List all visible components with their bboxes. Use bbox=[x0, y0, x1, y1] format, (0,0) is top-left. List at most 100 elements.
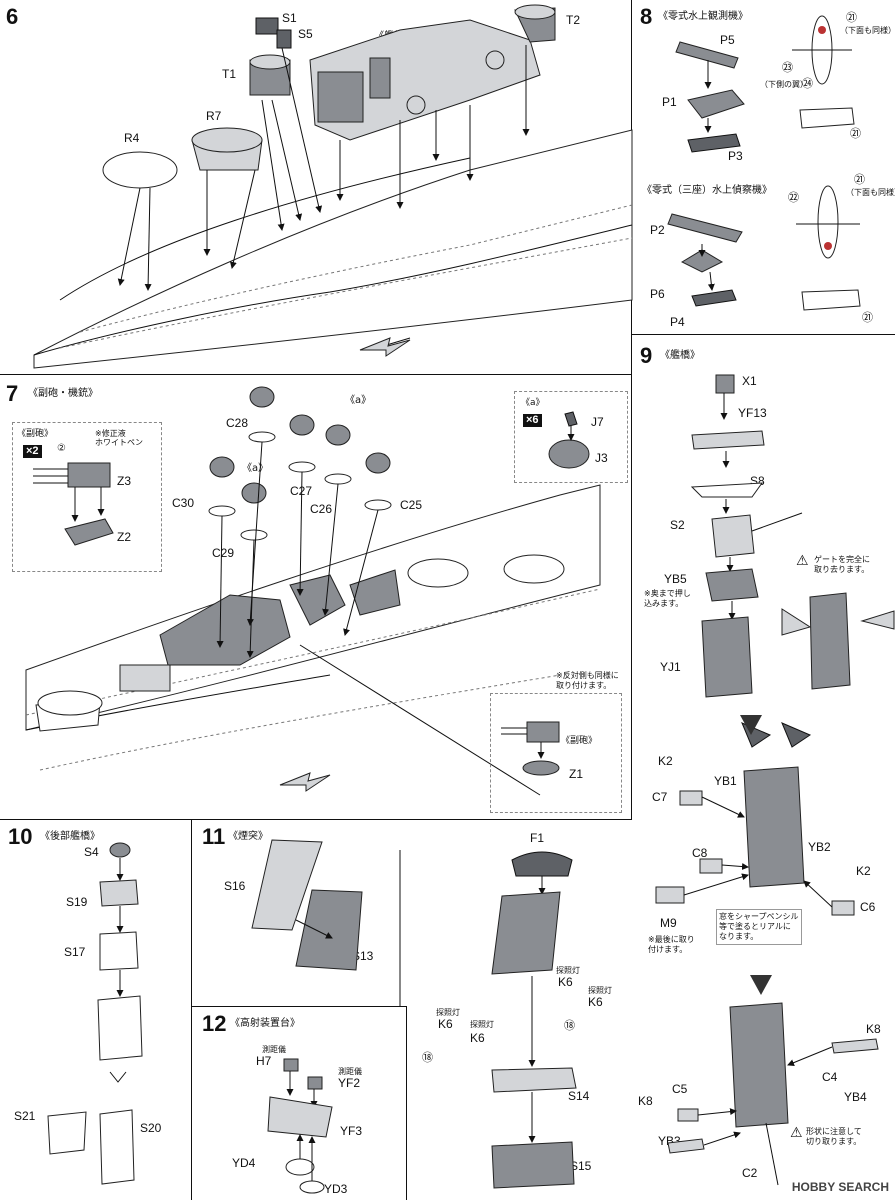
step-11-number: 11 bbox=[202, 824, 226, 849]
step-9-panel: 9 《艦橋》 X1 YF13 S8 S2 YB5 ※奥まで押し 込みます。 YJ… bbox=[632, 335, 895, 1200]
part-h7: H7 bbox=[256, 1054, 272, 1068]
step-12-number: 12 bbox=[202, 1011, 227, 1036]
part-s15: S15 bbox=[570, 1159, 592, 1173]
marker-21-b: ㉑ bbox=[850, 127, 861, 140]
searchlight-4: 探照灯 bbox=[470, 1020, 494, 1029]
part-k8-a: K8 bbox=[866, 1022, 881, 1036]
bridge-drawing bbox=[655, 374, 895, 1186]
step-7-hull-drawing bbox=[25, 386, 601, 796]
part-c25: C25 bbox=[400, 498, 423, 512]
part-z3: Z3 bbox=[117, 474, 132, 488]
warning-icon-2: ⚠ bbox=[790, 1125, 803, 1141]
part-k6-d: K6 bbox=[470, 1031, 485, 1045]
step-8-title-2: 《零式（三座）水上偵察機》 bbox=[642, 185, 772, 196]
part-p2: P2 bbox=[650, 223, 665, 237]
marker-23: ㉓ bbox=[782, 61, 793, 74]
part-c29: C29 bbox=[212, 546, 235, 560]
step-8-panel: 8 《零式水上観測機》 《零式（三座）水上偵察機》 P5 P1 P3 P2 P6… bbox=[632, 0, 895, 335]
part-r7: R7 bbox=[206, 109, 222, 123]
other-side-note: ※反対側も同様に 取り付けます。 bbox=[556, 671, 619, 690]
a-callout: 《a》 ×6 J7 J3 bbox=[514, 391, 628, 483]
part-yf3: YF3 bbox=[340, 1124, 363, 1138]
part-yb5: YB5 bbox=[664, 572, 687, 586]
a-title: 《a》 bbox=[521, 398, 545, 408]
part-yj1: YJ1 bbox=[660, 660, 681, 674]
last-note: ※最後に取り 付けます。 bbox=[648, 935, 695, 954]
part-k6-a: K6 bbox=[558, 975, 573, 989]
pencil-note: 窓をシャープペンシル 等で塗るとリアルに なります。 bbox=[716, 909, 802, 945]
z3-z2-drawing bbox=[33, 462, 114, 546]
aa-platform-drawing bbox=[267, 1058, 333, 1194]
marker-2: ② bbox=[57, 443, 66, 454]
part-s21: S21 bbox=[14, 1109, 36, 1123]
a-label-1: 《a》 bbox=[345, 395, 372, 406]
part-r4: R4 bbox=[124, 131, 140, 145]
j-drawing bbox=[548, 411, 590, 469]
part-j7: J7 bbox=[591, 415, 604, 429]
part-p3: P3 bbox=[728, 149, 743, 163]
step-9-arrow-down-1 bbox=[740, 715, 762, 735]
part-c26: C26 bbox=[310, 502, 333, 516]
part-x1: X1 bbox=[742, 374, 757, 388]
underside-wing: （下側の翼） bbox=[760, 80, 808, 89]
marker-18-b: ⑱ bbox=[422, 1051, 433, 1064]
step-11-title: 《煙突》 bbox=[228, 831, 268, 842]
same-underside-b: （下面も同様） bbox=[846, 188, 895, 197]
step-9-number: 9 bbox=[640, 343, 653, 368]
push-note: ※奥まで押し 込みます。 bbox=[644, 589, 691, 608]
part-f1: F1 bbox=[530, 831, 545, 845]
part-z1: Z1 bbox=[569, 767, 584, 781]
part-p6: P6 bbox=[650, 287, 665, 301]
searchlight-3: 探照灯 bbox=[436, 1008, 460, 1017]
watermark: HOBBY SEARCH bbox=[791, 1180, 889, 1194]
part-c4: C4 bbox=[822, 1070, 838, 1084]
step-8-title: 《零式水上観測機》 bbox=[658, 11, 748, 22]
h7-note: 測距儀 bbox=[262, 1045, 286, 1054]
part-yd3: YD3 bbox=[324, 1182, 348, 1196]
funnel-drawing bbox=[251, 839, 577, 1189]
part-yd4: YD4 bbox=[232, 1156, 256, 1170]
aircraft-drawing bbox=[667, 15, 861, 311]
part-yf2: YF2 bbox=[338, 1076, 361, 1090]
same-underside-a: （下面も同様） bbox=[840, 26, 895, 35]
step-10-panel: 10 《後部艦橋》 S4 S19 S17 S21 S20 bbox=[0, 820, 192, 1200]
part-t2: T2 bbox=[566, 13, 581, 27]
other-side-callout: 《副砲》 Z1 bbox=[490, 693, 622, 813]
part-p5: P5 bbox=[720, 33, 735, 47]
part-s20: S20 bbox=[140, 1121, 162, 1135]
part-s16: S16 bbox=[224, 879, 246, 893]
marker-21-d: ㉑ bbox=[862, 311, 873, 324]
yf2-note: 測距儀 bbox=[338, 1067, 362, 1076]
secondary-gun-callout: 《副砲》 ×2 ② ※修正液 ホワイトペン Z3 Z2 bbox=[12, 422, 162, 572]
x6-badge: ×6 bbox=[523, 414, 542, 427]
step-10-number: 10 bbox=[8, 824, 33, 849]
part-c5: C5 bbox=[672, 1082, 688, 1096]
step-6-number: 6 bbox=[6, 4, 19, 29]
step-9-arrow-down-2 bbox=[750, 975, 772, 995]
step-8-number: 8 bbox=[640, 4, 653, 29]
step-12-title: 《高射装置台》 bbox=[230, 1018, 300, 1029]
part-s17: S17 bbox=[64, 945, 86, 959]
part-yb2: YB2 bbox=[808, 840, 831, 854]
z1-drawing bbox=[501, 721, 560, 776]
part-c8: C8 bbox=[692, 846, 708, 860]
part-z2: Z2 bbox=[117, 530, 132, 544]
marker-21-c: ㉑ bbox=[854, 173, 865, 186]
part-c6: C6 bbox=[860, 900, 876, 914]
part-m9: M9 bbox=[660, 916, 677, 930]
part-t1: T1 bbox=[222, 67, 237, 81]
part-k8-b: K8 bbox=[638, 1094, 653, 1108]
rear-bridge-drawing bbox=[47, 842, 143, 1185]
step-11-panel: 11 《煙突》 S16 S13 F1 探照灯 K6 探照灯 K6 探照灯 K6 … bbox=[192, 820, 632, 1200]
marker-21-a: ㉑ bbox=[846, 11, 857, 24]
part-yb4: YB4 bbox=[844, 1090, 867, 1104]
searchlight-2: 探照灯 bbox=[588, 986, 612, 995]
part-p4: P4 bbox=[670, 315, 685, 329]
marker-22: ㉒ bbox=[788, 191, 799, 204]
callout-title: 《副砲》 bbox=[17, 429, 54, 439]
part-c28: C28 bbox=[226, 416, 249, 430]
part-c7: C7 bbox=[652, 790, 668, 804]
a-label-2: 《a》 bbox=[242, 463, 269, 474]
fix-note: ※修正液 ホワイトペン bbox=[95, 429, 143, 448]
step-10-title: 《後部艦橋》 bbox=[40, 831, 100, 842]
